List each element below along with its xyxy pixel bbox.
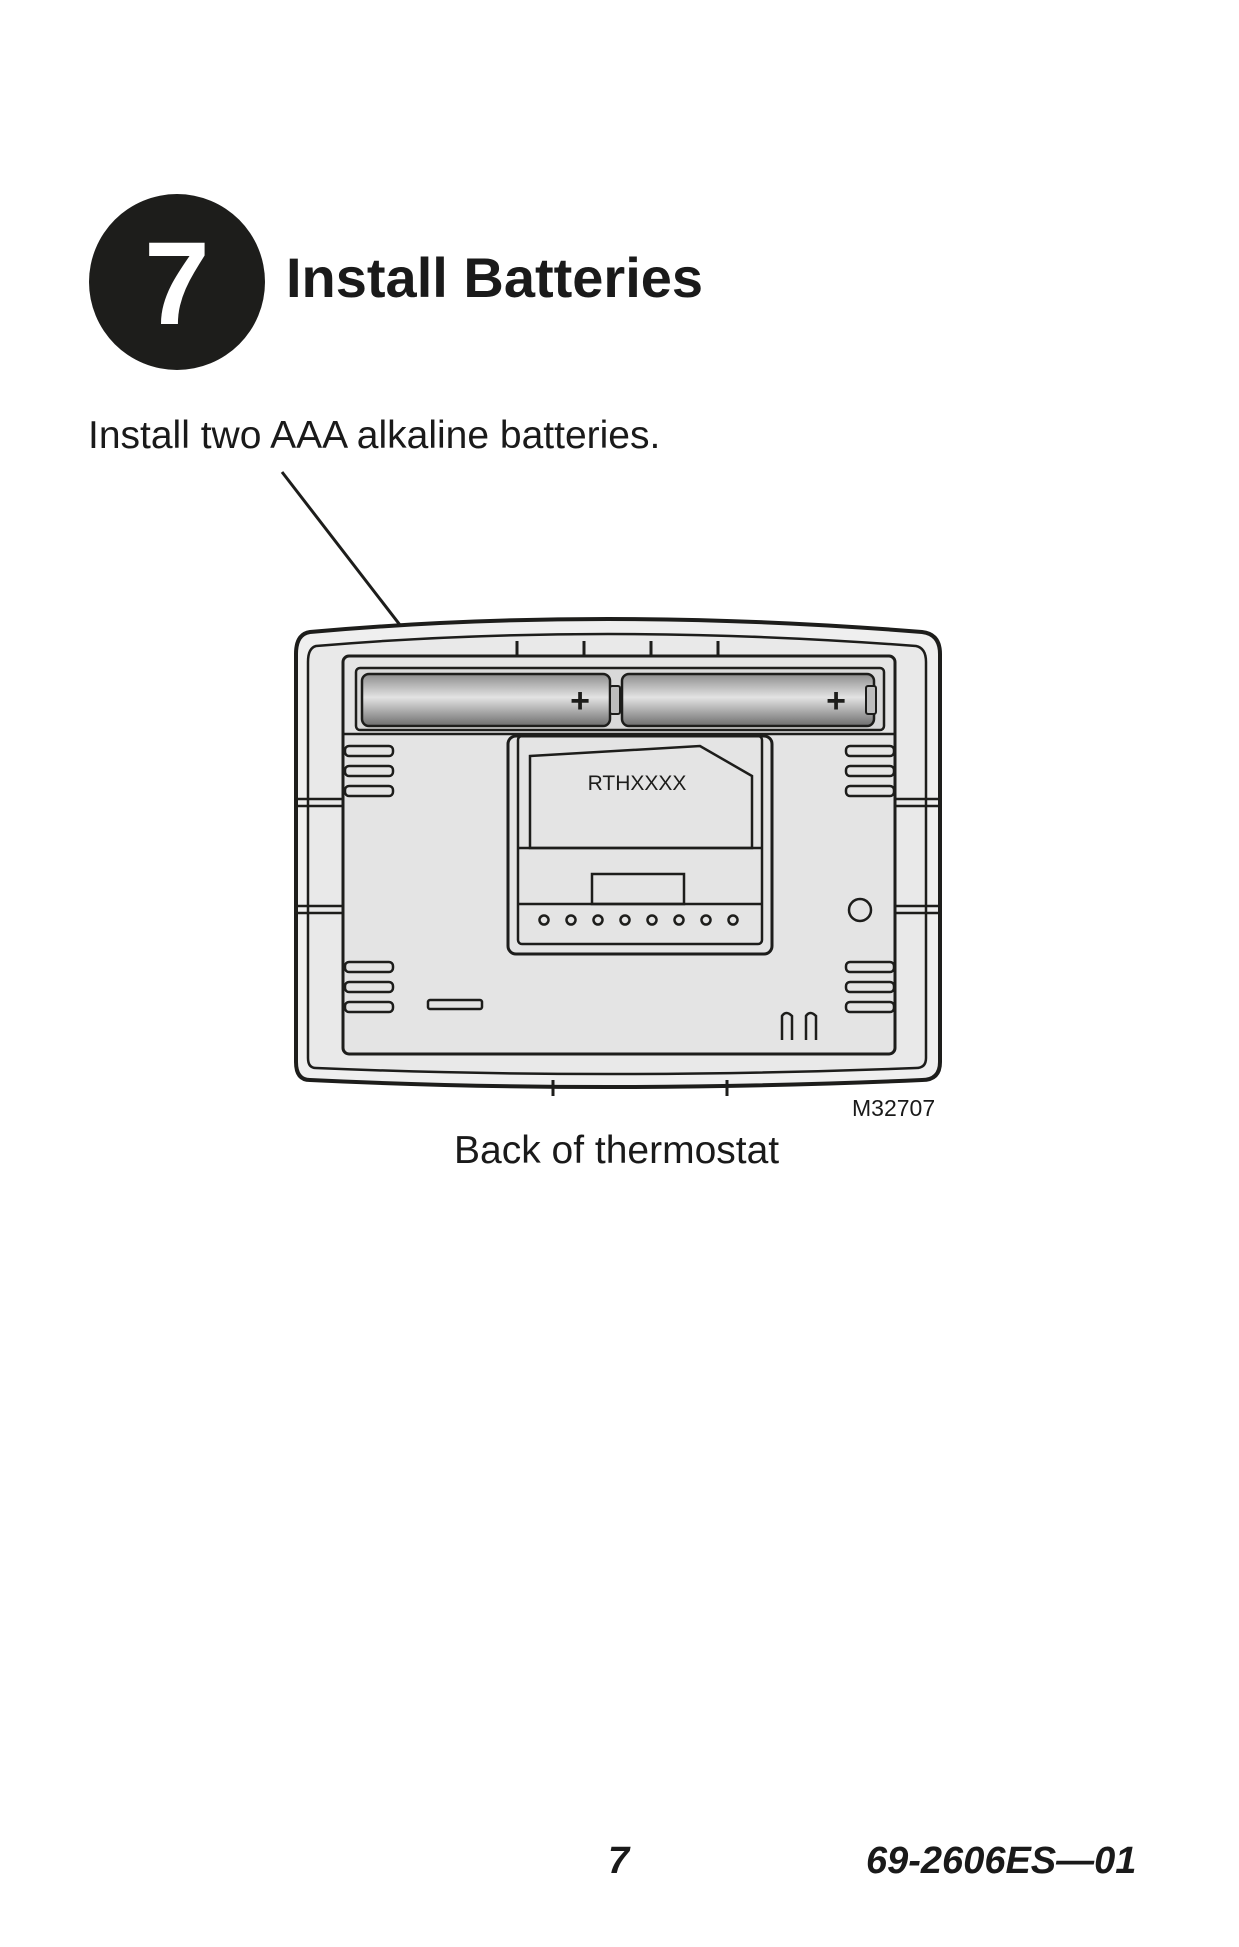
terminal-cover xyxy=(590,872,686,906)
figure-caption: Back of thermostat xyxy=(454,1129,780,1172)
page-number: 7 xyxy=(608,1840,630,1882)
mounting-hole xyxy=(847,897,873,923)
right-vents xyxy=(844,744,896,1014)
battery-right-polarity: + xyxy=(826,682,846,720)
left-vents xyxy=(343,744,395,1014)
model-label: RTHXXXX xyxy=(588,772,687,795)
top-tabs xyxy=(515,641,720,656)
battery-right: + xyxy=(620,672,877,728)
bottom-feet xyxy=(551,1080,729,1096)
battery-left-polarity: + xyxy=(570,682,590,720)
step-number-badge: 7 xyxy=(89,194,265,370)
terminal-screws xyxy=(538,914,739,926)
bottom-clips xyxy=(780,1011,818,1040)
bottom-slot xyxy=(426,998,484,1011)
step-title: Install Batteries xyxy=(286,246,704,309)
step-number: 7 xyxy=(144,218,210,350)
instruction-text: Install two AAA alkaline batteries. xyxy=(88,414,661,457)
figure-code: M32707 xyxy=(852,1095,936,1121)
battery-left: + xyxy=(360,672,621,728)
housing-seams xyxy=(298,797,938,915)
document-id: 69-2606ES—01 xyxy=(866,1840,1137,1882)
model-label-plate xyxy=(528,744,754,850)
